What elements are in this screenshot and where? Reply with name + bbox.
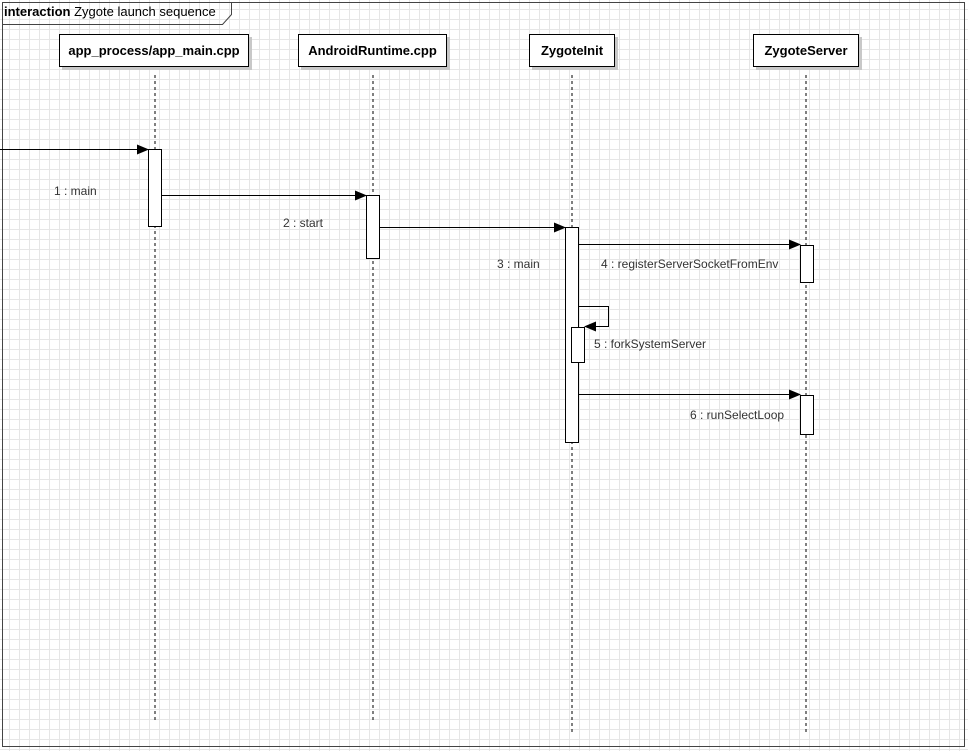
activation-runtime <box>366 195 380 259</box>
lifeline-android-runtime-label: AndroidRuntime.cpp <box>308 43 437 58</box>
lifeline-zygoteserver-label: ZygoteServer <box>764 43 848 58</box>
lifeline-zygoteinit-label: ZygoteInit <box>540 43 604 58</box>
frame-title: interaction Zygote launch sequence <box>4 4 216 19</box>
lifeline-app-main[interactable]: app_process/app_main.cpp <box>59 34 249 67</box>
lifeline-app-main-label: app_process/app_main.cpp <box>68 43 240 58</box>
frame-keyword: interaction <box>4 4 71 19</box>
message-3-label[interactable]: 3 : main <box>497 257 540 271</box>
lifeline-android-runtime[interactable]: AndroidRuntime.cpp <box>298 34 447 67</box>
activation-zygoteinit-nested <box>571 327 585 363</box>
message-4-label[interactable]: 4 : registerServerSocketFromEnv <box>601 257 779 271</box>
frame-name: Zygote launch sequence <box>74 4 216 19</box>
lifeline-zygoteinit[interactable]: ZygoteInit <box>529 34 615 67</box>
lifeline-zygoteserver[interactable]: ZygoteServer <box>753 34 859 67</box>
message-6-label[interactable]: 6 : runSelectLoop <box>690 408 785 422</box>
activation-zygoteserver-2 <box>800 395 814 435</box>
message-1-label[interactable]: 1 : main <box>54 184 97 198</box>
message-5-label[interactable]: 5 : forkSystemServer <box>594 337 707 351</box>
message-5-self-arrow <box>578 306 609 332</box>
activation-zygoteserver-1 <box>800 245 814 283</box>
frame-title-tab <box>2 2 232 25</box>
message-2-label[interactable]: 2 : start <box>283 216 324 230</box>
activation-app-main <box>148 149 162 227</box>
